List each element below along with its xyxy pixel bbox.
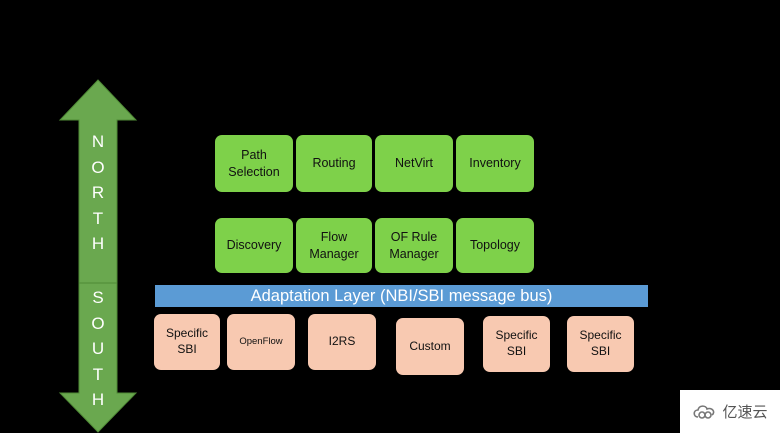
south-arrow-shape — [58, 282, 138, 433]
north-label: N O R T H — [84, 129, 112, 257]
north-letter: H — [91, 234, 105, 253]
module-routing: Routing — [296, 135, 372, 192]
module-of-rule-manager: OF Rule Manager — [375, 218, 453, 273]
south-letter: U — [91, 339, 105, 358]
south-letter: O — [91, 313, 105, 333]
sbi-specific-3: Specific SBI — [567, 316, 634, 372]
north-letter: R — [91, 183, 105, 202]
watermark-text: 亿速云 — [722, 403, 768, 421]
south-letter: S — [92, 288, 104, 307]
adaptation-layer-bus: Adaptation Layer (NBI/SBI message bus) — [155, 285, 648, 307]
north-letter: N — [91, 132, 105, 151]
sbi-specific-2: Specific SBI — [483, 316, 550, 372]
module-inventory: Inventory — [456, 135, 534, 192]
north-letter: O — [91, 157, 105, 177]
south-letter: T — [92, 364, 104, 384]
south-letter: H — [91, 390, 105, 409]
sbi-i2rs: I2RS — [308, 314, 376, 370]
watermark: 亿速云 — [680, 390, 780, 433]
cloud-logo-icon — [693, 404, 715, 419]
module-path-selection: Path Selection — [215, 135, 293, 192]
north-letter: T — [92, 208, 104, 228]
module-flow-manager: Flow Manager — [296, 218, 372, 273]
sbi-custom: Custom — [396, 318, 464, 375]
south-label: S O U T H — [84, 285, 112, 413]
sbi-specific-1: Specific SBI — [154, 314, 220, 370]
module-discovery: Discovery — [215, 218, 293, 273]
sbi-openflow: OpenFlow — [227, 314, 295, 370]
module-topology: Topology — [456, 218, 534, 273]
module-netvirt: NetVirt — [375, 135, 453, 192]
